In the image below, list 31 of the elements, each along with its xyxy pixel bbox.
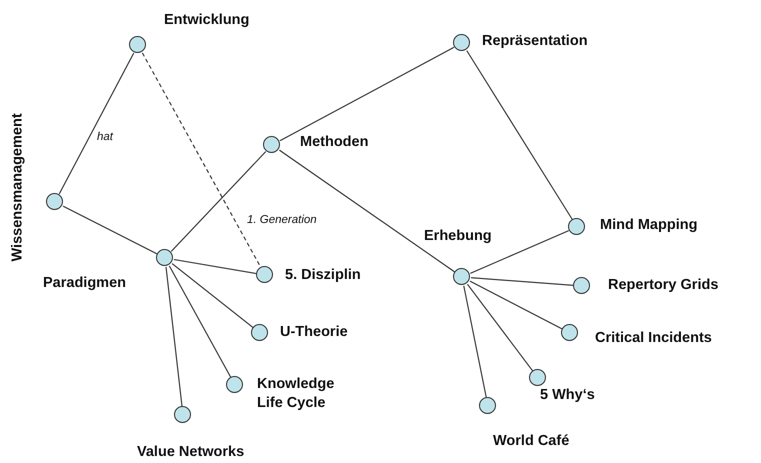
connector-line — [470, 280, 562, 330]
dashed-connector — [142, 52, 262, 268]
node-label: Entwicklung — [164, 11, 250, 30]
node-label: Knowledge Life Cycle — [257, 375, 335, 413]
vertical-label: Wissensmanagement — [8, 112, 27, 264]
node-label: Critical Incidents — [595, 329, 712, 348]
connector-line — [470, 230, 569, 274]
node-label: Mind Mapping — [600, 216, 698, 235]
connector-line — [168, 266, 232, 378]
node-label: Erhebung — [424, 227, 492, 246]
node-label: Value Networks — [137, 443, 244, 462]
connector-line — [58, 52, 134, 194]
connector-line — [62, 206, 158, 254]
connector-line — [470, 277, 574, 286]
connector-line — [170, 151, 266, 252]
connector-line — [174, 258, 256, 274]
node-label: World Café — [493, 432, 570, 451]
connector-line — [279, 150, 455, 272]
node-label: Repräsentation — [482, 32, 588, 51]
node-label: 5 Why‘s — [540, 386, 595, 405]
connector-line — [466, 284, 534, 372]
connector-line — [463, 286, 487, 398]
node-label: Paradigmen — [43, 274, 126, 293]
node-label: Methoden — [300, 133, 368, 152]
node-label: U-Theorie — [280, 323, 348, 342]
node-label: 5. Disziplin — [285, 266, 361, 285]
connector-line — [280, 46, 454, 142]
connector-line — [165, 266, 183, 406]
connector-line — [172, 263, 254, 328]
connector-line — [466, 50, 573, 220]
node-label: Repertory Grids — [608, 276, 718, 295]
